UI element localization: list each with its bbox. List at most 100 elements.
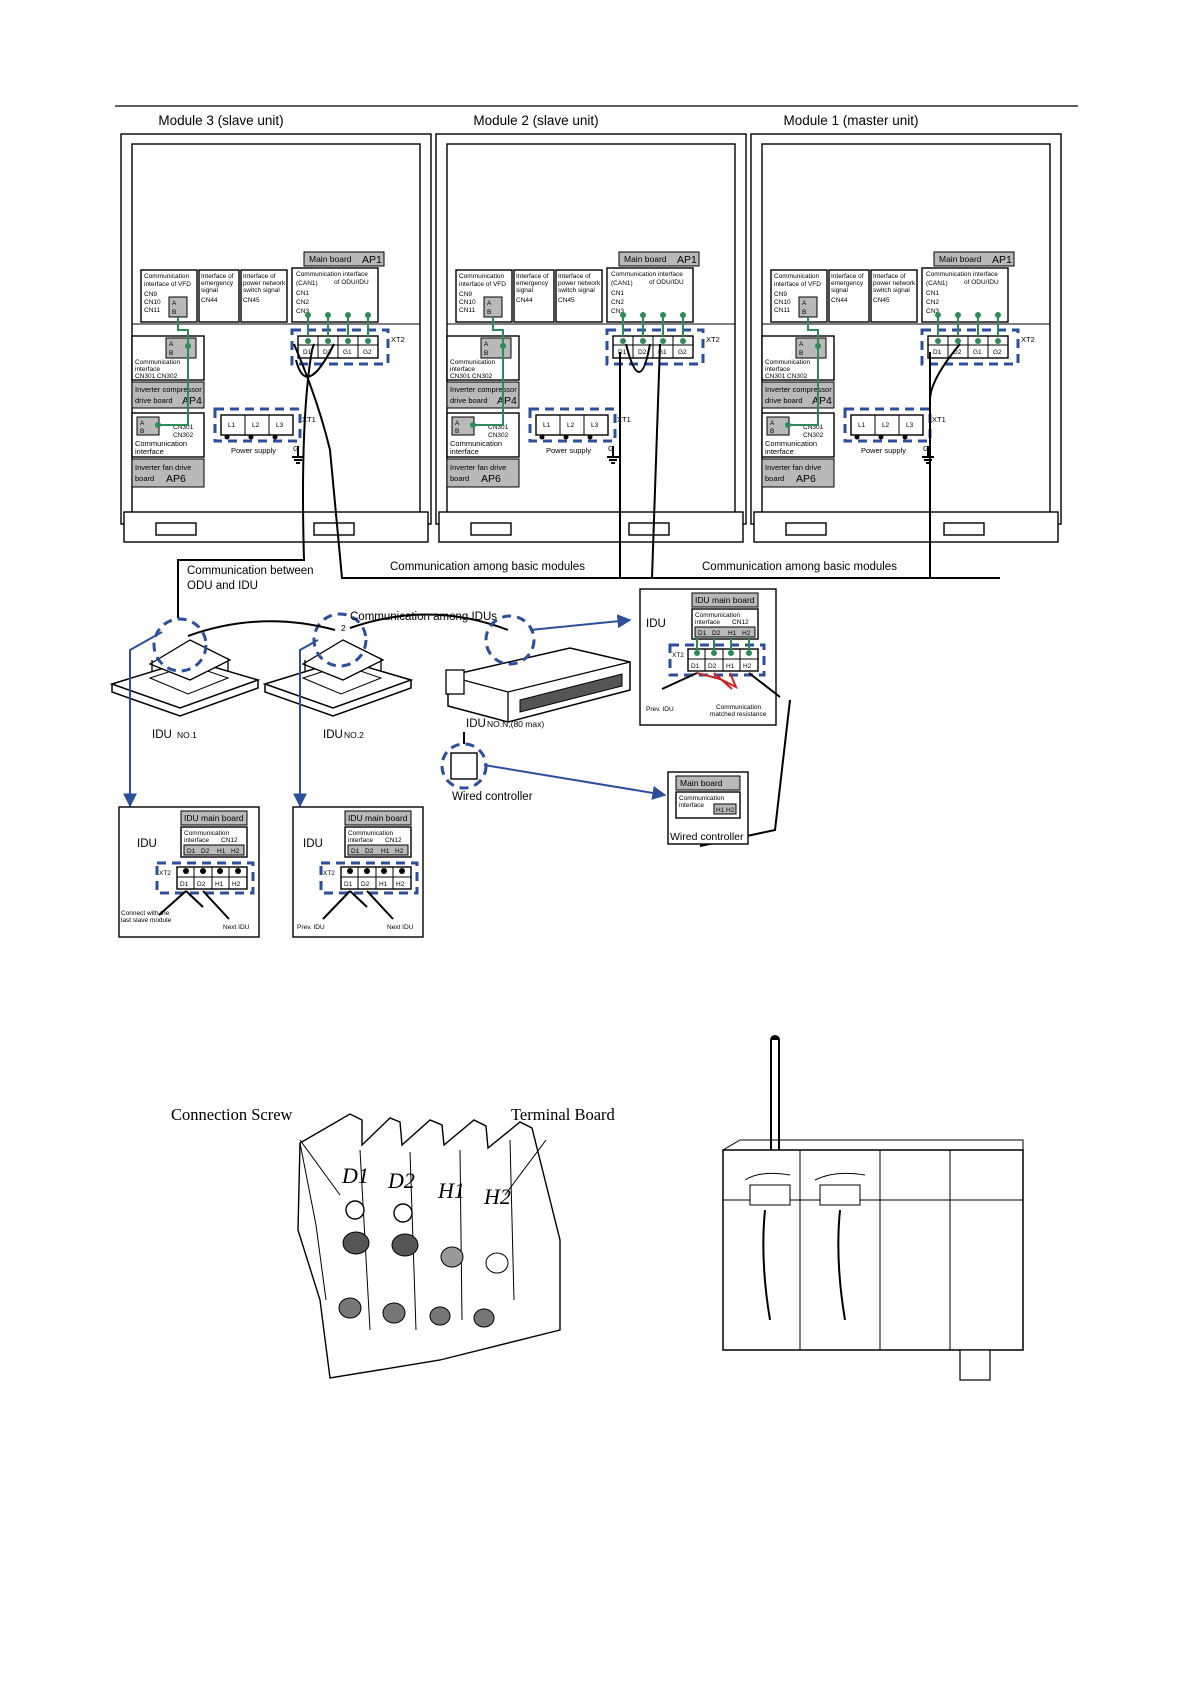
idu1-panel-title: IDU bbox=[137, 838, 157, 850]
idu2-cn12: CN12 bbox=[385, 837, 402, 844]
fan-line2: interface bbox=[135, 447, 164, 456]
idu2-xt-d2: D2 bbox=[361, 881, 370, 888]
pn-line3: switch signal bbox=[873, 287, 910, 294]
main-board-text: Main board bbox=[624, 254, 667, 264]
power-network-box bbox=[870, 269, 918, 323]
idu1-xt-d1: D1 bbox=[180, 881, 189, 888]
cn3-label: CN3 bbox=[296, 308, 309, 315]
comp-cn-label: CN301 CN302 bbox=[765, 373, 808, 380]
module-title: Module 2 (slave unit) bbox=[473, 113, 598, 128]
comp-cn-label: CN301 CN302 bbox=[135, 373, 178, 380]
idu-row: IDU NO.1 IDU NO.2 2 Communication among … bbox=[109, 611, 631, 803]
idu1-label: IDU bbox=[152, 729, 172, 741]
xt2-d1: D1 bbox=[618, 349, 627, 356]
vfd-line2: interface of VFD bbox=[144, 281, 191, 288]
xt2-g2: G2 bbox=[993, 349, 1002, 356]
inverter-fan-board bbox=[761, 458, 835, 488]
cn2-label: CN2 bbox=[926, 299, 939, 306]
fan-cn302-label: CN302 bbox=[803, 432, 824, 439]
vfd-line2: interface of VFD bbox=[774, 281, 821, 288]
emerg-line3: signal bbox=[831, 287, 849, 294]
idu1-suffix: NO.1 bbox=[177, 730, 197, 740]
idu2-top-d1: D1 bbox=[351, 848, 360, 855]
fan-cn302-label: CN302 bbox=[173, 432, 194, 439]
xt2-dashed-outline bbox=[920, 328, 1020, 366]
xt2-label: XT2 bbox=[706, 335, 720, 344]
inv-fan-line2: board bbox=[135, 474, 154, 483]
idu2-top-d2: D2 bbox=[365, 848, 374, 855]
main-board-label bbox=[303, 251, 385, 267]
fan-term-a: A bbox=[455, 420, 460, 427]
comp-cn-label: CN301 CN302 bbox=[450, 373, 493, 380]
can-line2: of ODU/IDU bbox=[334, 279, 369, 286]
can-line2: of ODU/IDU bbox=[964, 279, 999, 286]
basic-link-wire-2 bbox=[650, 343, 931, 579]
ap4-label: AP4 bbox=[497, 395, 517, 407]
idu1-xt-h1: H1 bbox=[215, 881, 224, 888]
cn2-label: CN2 bbox=[611, 299, 624, 306]
idun-matched-2: matched resistance bbox=[710, 711, 767, 718]
idun-comm-1: Communication bbox=[695, 612, 741, 619]
cn44-label: CN44 bbox=[201, 297, 218, 304]
idu1-main-board: IDU main board bbox=[184, 813, 244, 823]
tb-d2: D2 bbox=[387, 1168, 415, 1193]
fan-cn301-label: CN301 bbox=[803, 424, 824, 431]
xt1-l2: L2 bbox=[882, 422, 890, 429]
xt1-dashed-outline bbox=[213, 407, 302, 443]
cn45-label: CN45 bbox=[873, 297, 890, 304]
xt1-label: XT1 bbox=[617, 415, 631, 424]
idun-suffix: NO.N,(80 max) bbox=[487, 719, 544, 729]
idu1-cn12: CN12 bbox=[221, 837, 238, 844]
wired-controller-label: Wired controller bbox=[452, 791, 533, 803]
fan-term-a: A bbox=[140, 420, 145, 427]
comp-line1: Communication bbox=[450, 359, 496, 366]
fan-term-a: A bbox=[770, 420, 775, 427]
cn10-label: CN10 bbox=[144, 299, 161, 306]
inverter-fan-board bbox=[446, 458, 520, 488]
pn-line2: power network bbox=[243, 280, 286, 287]
wired-controller-device bbox=[450, 752, 478, 780]
idu1-top-h1: H1 bbox=[217, 848, 226, 855]
emerg-line1: Interface of bbox=[516, 273, 549, 280]
terminal-board-drawing: Connection Screw Terminal Board D1 D2 H1… bbox=[171, 1105, 616, 1379]
inv-comp-line1: Inverter compressor bbox=[135, 385, 202, 394]
cn3-label: CN3 bbox=[926, 308, 939, 315]
connection-screw-label: Connection Screw bbox=[171, 1105, 293, 1124]
vfd-term-b: B bbox=[802, 309, 806, 316]
idu2-prev: Prev. IDU bbox=[297, 924, 325, 931]
main-board-text: Main board bbox=[939, 254, 982, 264]
idun-top-h1: H1 bbox=[728, 630, 737, 637]
idu1-xt-d2: D2 bbox=[197, 881, 206, 888]
idun-comm-2: interface bbox=[695, 619, 720, 626]
ap6-label: AP6 bbox=[166, 473, 186, 485]
can1-label: (CAN1) bbox=[296, 280, 318, 287]
cn11-label: CN11 bbox=[144, 307, 161, 314]
xt1-l2: L2 bbox=[252, 422, 260, 429]
idu2-comm-2: interface bbox=[348, 837, 373, 844]
main-board-text: Main board bbox=[309, 254, 352, 264]
basic-modules-link-label-1: Communication among basic modules bbox=[390, 561, 585, 573]
idu1-next: Next IDU bbox=[223, 924, 250, 931]
ap1-text: AP1 bbox=[362, 254, 382, 266]
xt1-l3: L3 bbox=[906, 422, 914, 429]
idu2-next: Next IDU bbox=[387, 924, 414, 931]
emerg-line2: emergency bbox=[831, 280, 864, 287]
xt1-l3: L3 bbox=[591, 422, 599, 429]
ap6-label: AP6 bbox=[481, 473, 501, 485]
vfd-line1: Communication bbox=[774, 273, 820, 280]
idu2-comm-1: Communication bbox=[348, 830, 394, 837]
vfd-term-b: B bbox=[172, 309, 176, 316]
xt2-g1: G1 bbox=[658, 349, 667, 356]
ap6-label: AP6 bbox=[796, 473, 816, 485]
cn44-label: CN44 bbox=[831, 297, 848, 304]
can-line1: Communication interface bbox=[611, 271, 683, 278]
xt1-l1: L1 bbox=[228, 422, 236, 429]
ground-label: G bbox=[293, 444, 299, 453]
can-line2: of ODU/IDU bbox=[649, 279, 684, 286]
emerg-line2: emergency bbox=[516, 280, 549, 287]
inv-fan-line1: Inverter fan drive bbox=[450, 463, 506, 472]
emerg-line1: Interface of bbox=[201, 273, 234, 280]
idun-xt2: XT2 bbox=[672, 652, 684, 659]
pn-line3: switch signal bbox=[558, 287, 595, 294]
comp-term-a: A bbox=[484, 341, 489, 348]
